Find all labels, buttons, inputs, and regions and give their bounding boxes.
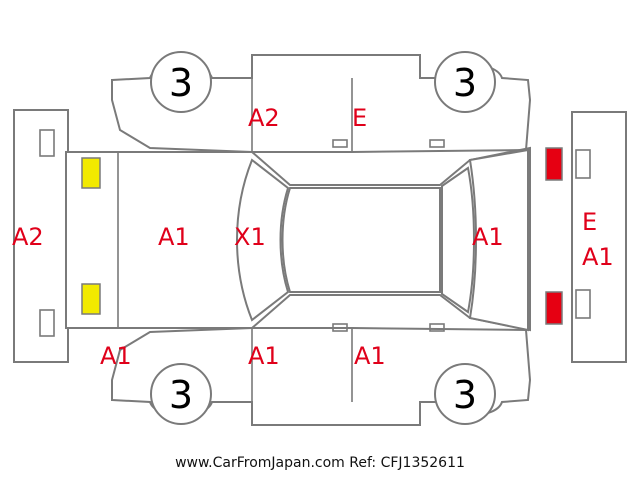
tire-rear-left-grade: 3 — [169, 61, 193, 105]
code-roof: X1 — [234, 223, 266, 251]
tire-rear-right: 3 — [150, 363, 212, 425]
code-front-bumper-1: E — [582, 208, 597, 236]
tire-front-left-grade: 3 — [453, 61, 477, 105]
front-lamp-top — [545, 147, 563, 181]
rear-lamp-top — [81, 157, 101, 189]
code-rear-door-right: A1 — [248, 342, 280, 370]
tire-front-right-grade: 3 — [453, 373, 477, 417]
tire-front-right: 3 — [434, 363, 496, 425]
rear-lamp-bottom — [81, 283, 101, 315]
code-rear-door-left: A2 — [248, 104, 280, 132]
code-hood: A1 — [472, 223, 504, 251]
code-front-door-left: E — [352, 104, 367, 132]
tire-rear-right-grade: 3 — [169, 373, 193, 417]
code-front-door-right: A1 — [354, 342, 386, 370]
tire-rear-left: 3 — [150, 51, 212, 113]
code-rear-left-corner: A1 — [100, 342, 132, 370]
code-rear-left-panel: A1 — [158, 223, 190, 251]
car-top-view — [65, 146, 531, 332]
front-lamp-bottom — [545, 291, 563, 325]
front-bumper — [571, 111, 627, 363]
rear-bumper — [13, 109, 69, 363]
code-front-bumper-2: A1 — [582, 243, 614, 271]
source-reference: www.CarFromJapan.com Ref: CFJ1352611 — [175, 455, 465, 471]
tire-front-left: 3 — [434, 51, 496, 113]
code-rear-bumper: A2 — [12, 223, 44, 251]
